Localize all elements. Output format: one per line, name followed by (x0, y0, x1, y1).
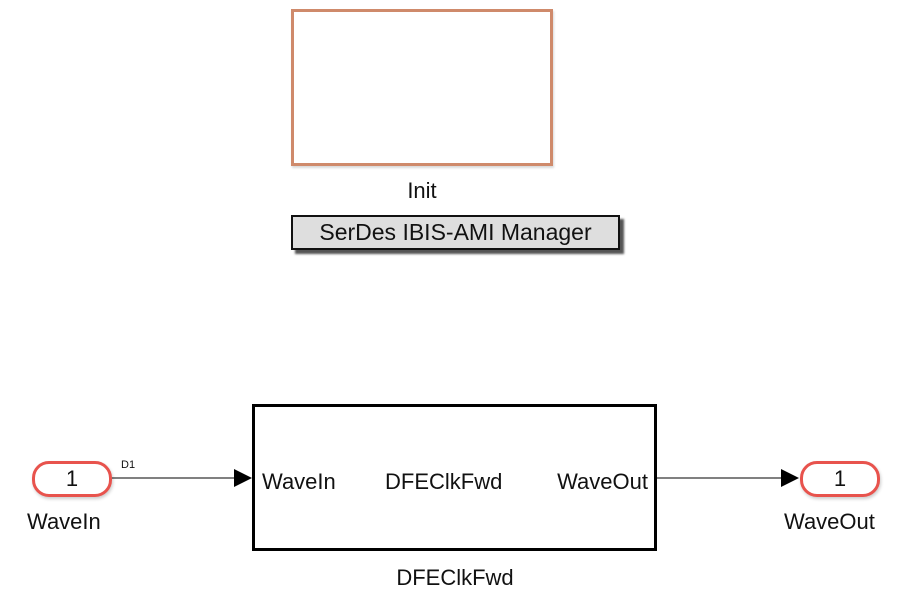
signal-label[interactable]: D1 (121, 459, 136, 471)
arrowhead-in-icon (234, 469, 252, 487)
arrowhead-out-icon (781, 469, 799, 487)
inport-label: WaveIn (27, 509, 101, 534)
outport-label: WaveOut (784, 509, 875, 534)
subsystem-name: DFEClkFwd (385, 469, 503, 494)
subsystem-inport-label: WaveIn (262, 469, 336, 494)
inport-block[interactable]: 1 (32, 461, 112, 497)
init-label: Init (407, 178, 437, 203)
outport-block[interactable]: 1 (800, 461, 880, 497)
serdes-ibis-ami-manager-button[interactable]: SerDes IBIS-AMI Manager (291, 215, 620, 250)
dfeclkfwd-subsystem[interactable]: WaveIn DFEClkFwd WaveOut (252, 404, 657, 551)
init-block[interactable] (291, 9, 553, 166)
subsystem-outport-label: WaveOut (557, 469, 648, 494)
subsystem-title: DFEClkFwd (396, 565, 514, 590)
